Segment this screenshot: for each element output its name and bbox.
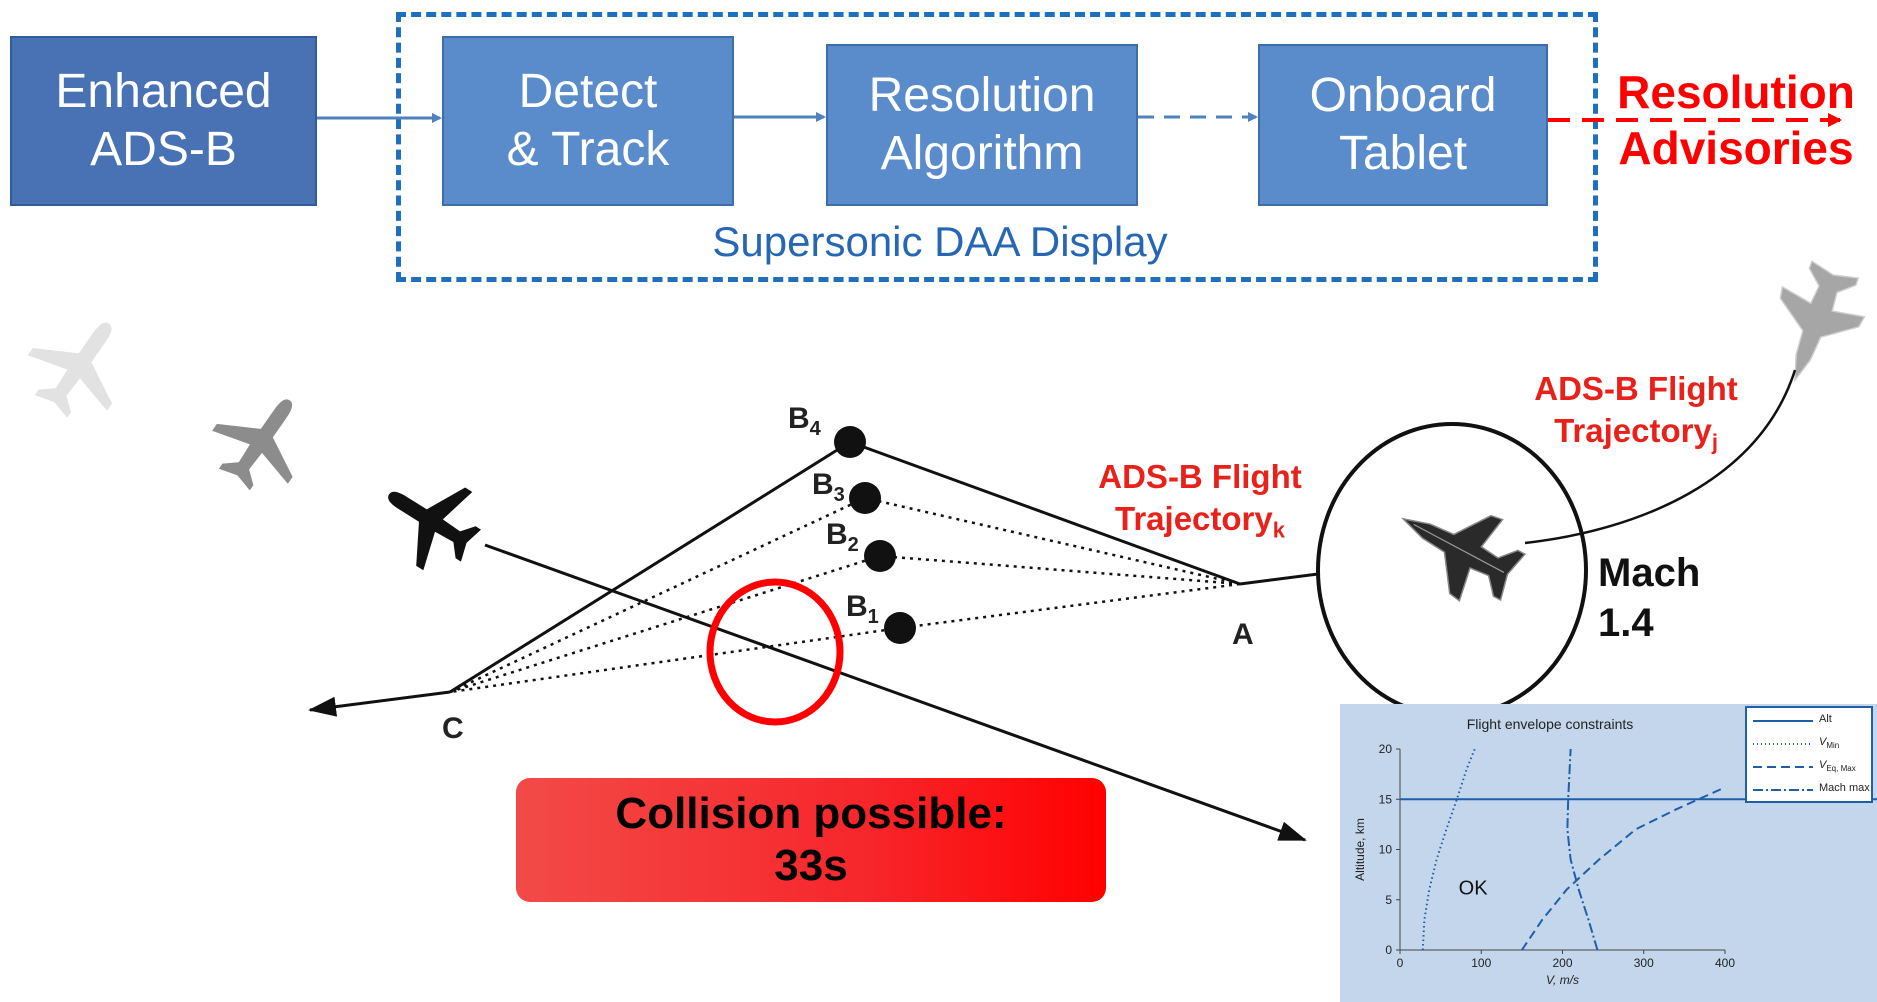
resolution-alternatives xyxy=(449,496,1241,694)
trajectory-j-text: Trajectory xyxy=(1554,412,1712,449)
y-tick-label: 5 xyxy=(1385,893,1392,907)
resolution-algorithm-box: Resolution Algorithm xyxy=(826,44,1138,206)
enhanced-adsb-line-1: Enhanced xyxy=(55,65,272,118)
point-b3-label: B3 xyxy=(812,468,845,507)
onboard-tablet-line-2: Tablet xyxy=(1338,127,1468,180)
ok-annotation: OK xyxy=(1459,878,1489,900)
legend-veqmax-symbol: V xyxy=(1819,759,1827,771)
point-b4-sub: 4 xyxy=(809,418,821,440)
mach-label: Mach 1.4 xyxy=(1598,548,1700,648)
mach-line-1: Mach xyxy=(1598,551,1701,595)
collision-warning-banner: Collision possible: 33s xyxy=(516,778,1106,902)
detect-track-box: Detect & Track xyxy=(442,36,734,206)
legend-vmin-symbol: V xyxy=(1819,736,1827,748)
series-line-2 xyxy=(1521,788,1722,951)
series-line-1 xyxy=(1421,748,1476,951)
trajectory-j-label: ADS-B Flight Trajectoryj xyxy=(1516,368,1756,464)
legend-vmin-sub: Min xyxy=(1826,741,1840,751)
chart-legend: Alt VMin VEq, Max Mach max xyxy=(1745,706,1873,803)
point-b4-main: B xyxy=(788,402,810,435)
a-to-circle xyxy=(1239,572,1319,586)
collision-line-2: 33s xyxy=(774,841,848,890)
plane-icon-medium xyxy=(212,399,293,491)
y-tick-label: 15 xyxy=(1379,792,1393,806)
legend-item-alt: Alt xyxy=(1747,710,1875,732)
point-a-label: A xyxy=(1232,618,1254,651)
waypoint-b1 xyxy=(884,612,916,644)
point-b1-label: B1 xyxy=(846,590,879,629)
point-b4-label: B4 xyxy=(788,402,821,441)
trajectory-k-text: Trajectory xyxy=(1115,500,1273,537)
point-b3-main: B xyxy=(812,468,834,501)
legend-swatch-vmin xyxy=(1753,743,1813,745)
x-tick-label: 300 xyxy=(1634,956,1654,970)
enhanced-adsb-line-2: ADS-B xyxy=(90,123,237,176)
daa-display-label: Supersonic DAA Display xyxy=(712,218,1168,265)
trajectory-k-label: ADS-B Flight Trajectoryk xyxy=(1080,456,1320,552)
exit-arrow xyxy=(308,690,451,717)
legend-label-alt: Alt xyxy=(1819,713,1832,725)
legend-swatch-veqmax xyxy=(1753,766,1813,768)
detect-track-line-2: & Track xyxy=(506,123,670,176)
plane-icon-intruder xyxy=(388,487,481,571)
legend-veqmax-sub: Eq, Max xyxy=(1826,764,1856,774)
resolution-algorithm-line-2: Algorithm xyxy=(880,127,1084,180)
point-b1-main: B xyxy=(846,590,868,623)
supersonic-daa-display-frame xyxy=(396,12,1598,282)
x-axis-label: V, m/s xyxy=(1546,973,1579,987)
collision-line-1: Collision possible: xyxy=(615,789,1007,838)
collision-zone-circle xyxy=(706,578,844,726)
onboard-tablet-line-1: Onboard xyxy=(1309,69,1497,122)
legend-item-veqmax: VEq, Max xyxy=(1747,756,1875,778)
trajectory-j-subscript: j xyxy=(1711,429,1718,455)
point-b2-sub: 2 xyxy=(847,534,859,556)
legend-swatch-alt xyxy=(1753,720,1813,722)
point-b3-sub: 3 xyxy=(833,484,845,506)
trajectory-k-line-2: Trajectoryk xyxy=(1080,498,1320,552)
trajectory-j-line-1: ADS-B Flight xyxy=(1534,370,1738,407)
x-tick-label: 400 xyxy=(1715,956,1735,970)
y-axis-label: Altitude, km xyxy=(1353,818,1367,881)
onboard-tablet-box: Onboard Tablet xyxy=(1258,44,1548,206)
point-b1-sub: 1 xyxy=(867,606,879,628)
enhanced-adsb-box: Enhanced ADS-B xyxy=(10,36,317,206)
resolution-algorithm-line-1: Resolution xyxy=(868,69,1096,122)
waypoint-b3 xyxy=(849,482,881,514)
series-line-3 xyxy=(1566,748,1599,951)
trajectory-j-curve xyxy=(1524,369,1797,545)
point-b2-label: B2 xyxy=(826,518,859,557)
resolution-advisories-line-1: Resolution xyxy=(1617,66,1855,118)
x-tick-label: 200 xyxy=(1552,956,1572,970)
chart-title: Flight envelope constraints xyxy=(1466,716,1634,732)
y-tick-label: 0 xyxy=(1385,943,1392,957)
waypoint-b4 xyxy=(834,426,866,458)
legend-label-vmin: VMin xyxy=(1819,736,1839,750)
fighter-jet-icon-faded xyxy=(1779,260,1866,383)
point-c-label: C xyxy=(442,712,464,745)
resolution-advisories-label: Resolution Advisories xyxy=(1596,64,1876,176)
legend-item-machmax: Mach max xyxy=(1747,779,1875,801)
detect-track-line-1: Detect xyxy=(518,65,658,118)
legend-item-vmin: VMin xyxy=(1747,733,1875,755)
legend-swatch-machmax xyxy=(1753,789,1813,791)
mach-line-2: 1.4 xyxy=(1598,601,1654,645)
trajectory-j-line-2: Trajectoryj xyxy=(1516,410,1756,464)
legend-label-machmax: Mach max xyxy=(1819,782,1870,794)
trajectory-k-line-1: ADS-B Flight xyxy=(1098,458,1302,495)
x-tick-label: 100 xyxy=(1471,956,1491,970)
point-b2-main: B xyxy=(826,518,848,551)
y-tick-label: 10 xyxy=(1379,843,1393,857)
plane-icon-faint xyxy=(27,322,113,418)
intruder-trajectory xyxy=(484,543,1307,842)
trajectory-k-subscript: k xyxy=(1272,517,1285,543)
x-tick-label: 0 xyxy=(1397,956,1404,970)
waypoint-b2 xyxy=(864,540,896,572)
fighter-jet-icon xyxy=(1401,514,1527,603)
legend-label-veqmax: VEq, Max xyxy=(1819,759,1856,773)
y-tick-label: 20 xyxy=(1379,742,1393,756)
resolution-advisories-line-2: Advisories xyxy=(1618,122,1854,174)
